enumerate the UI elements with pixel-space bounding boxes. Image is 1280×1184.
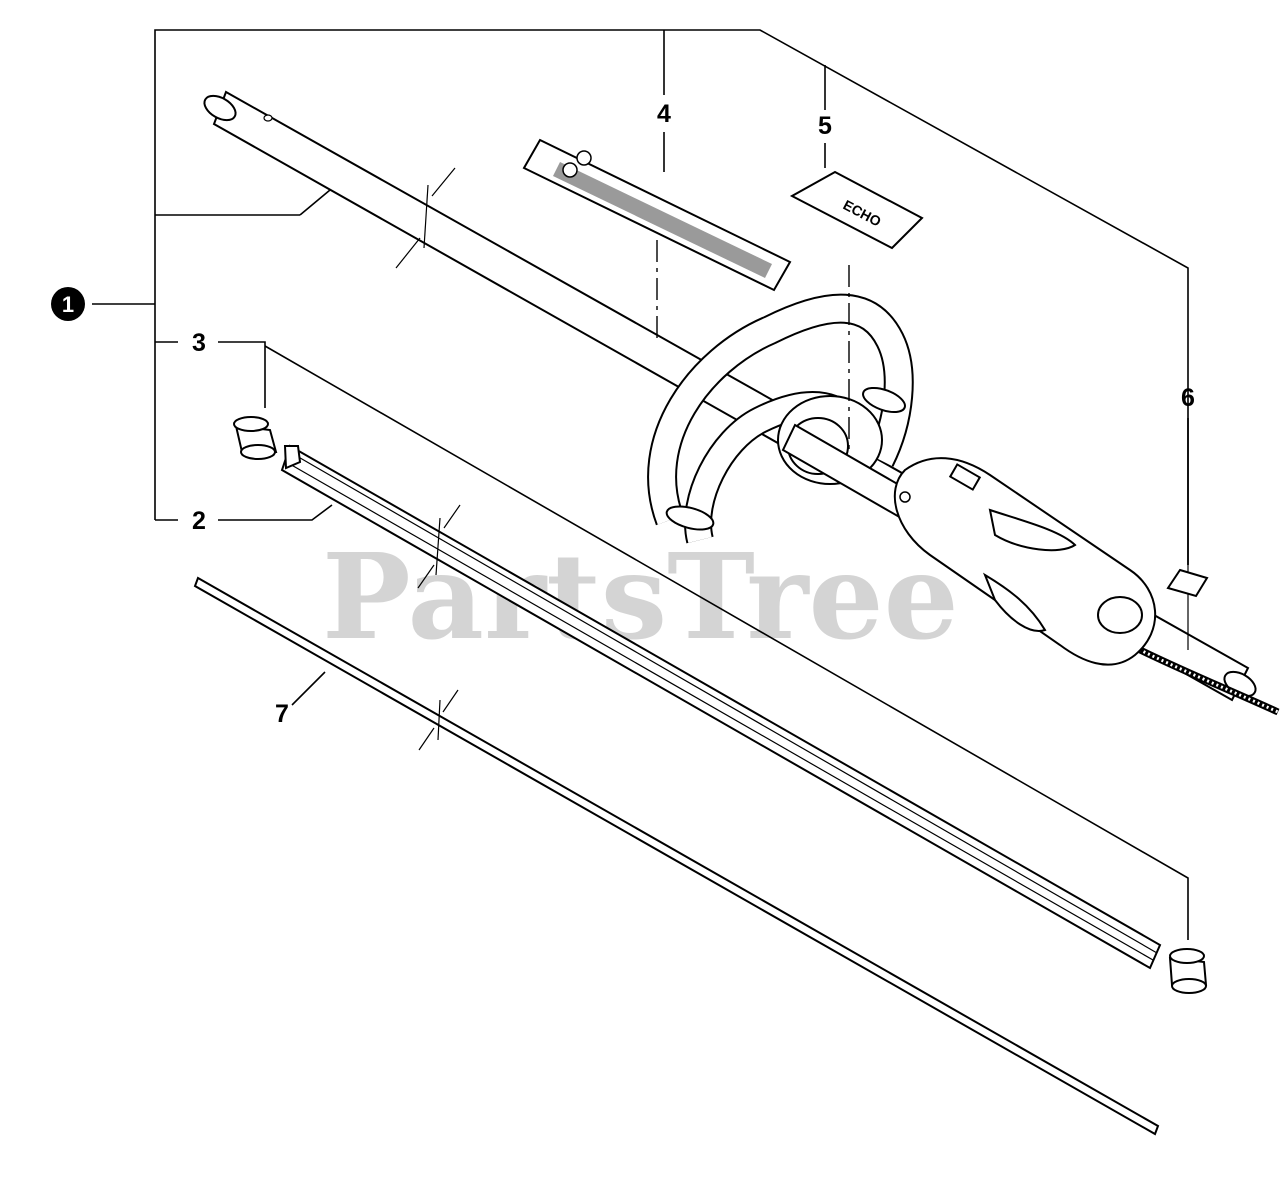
callout-7-label: 7 <box>275 700 289 728</box>
callout-1: 1 <box>51 287 85 321</box>
callout-6-label: 6 <box>1181 384 1195 412</box>
bushing-bottom <box>264 345 1208 994</box>
drive-cable <box>1128 641 1280 716</box>
echo-decal: ECHO <box>789 170 924 250</box>
liner-tube <box>218 444 1162 970</box>
callout-4-label: 4 <box>657 100 671 128</box>
bushing-top <box>218 341 278 460</box>
callout-5-label: 5 <box>818 112 832 140</box>
throttle-grip <box>893 457 1189 666</box>
assembly-bracket <box>92 29 1189 565</box>
shim <box>1166 568 1209 598</box>
loop-handle <box>647 265 962 547</box>
callout-3-label: 3 <box>192 329 206 357</box>
callout-1-label: 1 <box>62 292 74 317</box>
callout-2-label: 2 <box>192 507 206 535</box>
drive-shaft <box>193 576 1160 1136</box>
warning-label <box>522 138 792 292</box>
